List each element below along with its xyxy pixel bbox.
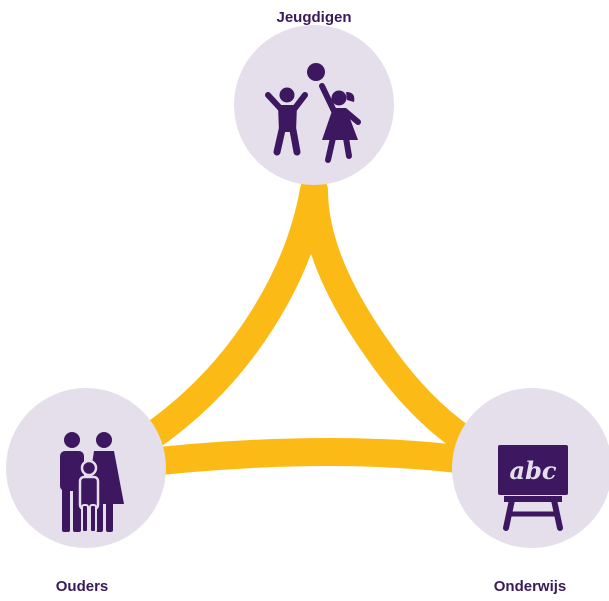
node-ouders [6, 388, 166, 548]
label-onderwijs: Onderwijs [493, 578, 567, 595]
node-circle-jeugdigen [234, 25, 394, 185]
label-ouders: Ouders [55, 578, 109, 595]
node-jeugdigen [234, 25, 394, 185]
triangle-connector [86, 176, 534, 482]
parents-with-child-icon [60, 432, 124, 533]
children-playing-ball-icon [265, 63, 361, 163]
node-onderwijs: abc [452, 388, 609, 548]
chalkboard-text: abc [510, 456, 557, 485]
chalkboard-abc-icon: abc [498, 445, 568, 531]
label-jeugdigen: Jeugdigen [276, 9, 352, 26]
